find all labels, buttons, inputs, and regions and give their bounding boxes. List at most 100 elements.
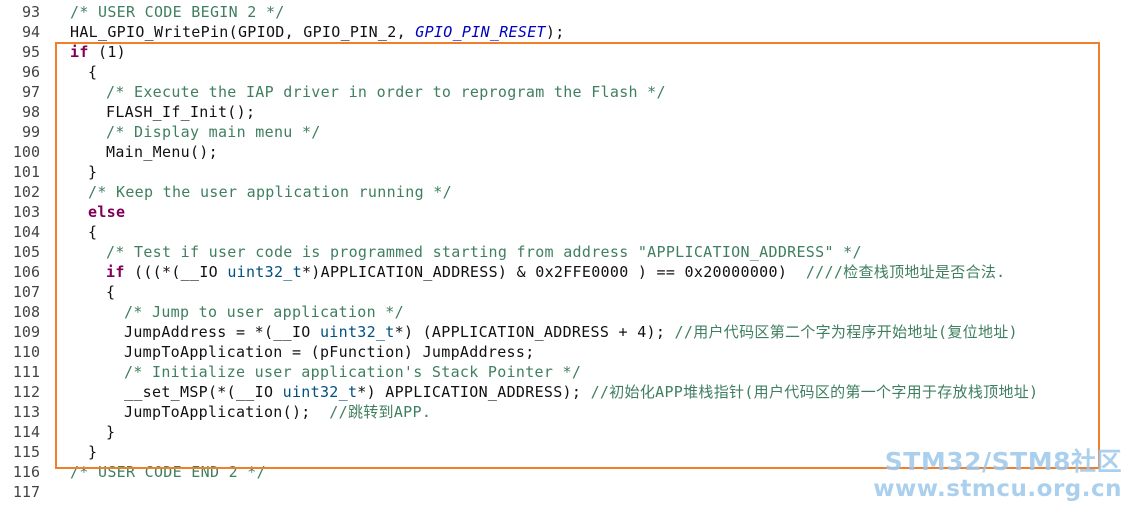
code-token-comment: /* Keep the user application running */	[88, 183, 452, 201]
line-number: 114	[12, 423, 40, 441]
line-code: {	[88, 62, 97, 82]
code-line[interactable]: 106 if (((*(__IO uint32_t*)APPLICATION_AD…	[0, 262, 1132, 282]
line-code: Main_Menu();	[106, 142, 218, 162]
code-token-comment: /* Initialize user application's Stack P…	[124, 363, 582, 381]
code-token-plain: HAL_GPIO_WritePin(GPIOD, GPIO_PIN_2,	[70, 23, 416, 41]
line-number: 96	[21, 63, 40, 81]
line-number: 106	[12, 263, 40, 281]
code-line[interactable]: 96 {	[0, 62, 1132, 82]
watermark-title: STM32/STM8社区	[884, 447, 1122, 476]
code-line[interactable]: 112__set_MSP(*(__IO uint32_t*) APPLICATI…	[0, 382, 1132, 402]
code-token-comment: //初始化APP堆栈指针(用户代码区的第一个字用于存放栈顶地址)	[590, 383, 1039, 401]
code-line[interactable]: 94 HAL_GPIO_WritePin(GPIOD, GPIO_PIN_2, G…	[0, 22, 1132, 42]
code-token-plain: *)APPLICATION_ADDRESS) & 0x2FFE0000 ) ==…	[301, 263, 806, 281]
line-number: 109	[12, 323, 40, 341]
code-token-keyword: if	[106, 263, 125, 281]
line-code: FLASH_If_Init();	[106, 102, 255, 122]
code-line[interactable]: 104 {	[0, 222, 1132, 242]
code-line[interactable]: 95 if (1)	[0, 42, 1132, 62]
code-token-plain: {	[106, 283, 116, 301]
code-line[interactable]: 98 FLASH_If_Init();	[0, 102, 1132, 122]
code-line[interactable]: 99 /* Display main menu */	[0, 122, 1132, 142]
code-line[interactable]: 108/* Jump to user application */	[0, 302, 1132, 322]
code-token-comment: /* Display main menu */	[106, 123, 321, 141]
line-code: JumpToApplication(); //跳转到APP.	[124, 402, 431, 422]
line-number: 117	[12, 483, 40, 501]
code-token-plain: }	[88, 163, 98, 181]
line-code: {	[106, 282, 115, 302]
line-number: 110	[12, 343, 40, 361]
code-token-plain: JumpAddress = *(__IO	[124, 323, 320, 341]
code-token-type: uint32_t	[319, 323, 395, 341]
code-token-plain: {	[88, 223, 98, 241]
line-code: /* Initialize user application's Stack P…	[124, 362, 581, 382]
line-number: 103	[12, 203, 40, 221]
line-number: 100	[12, 143, 40, 161]
code-line[interactable]: 102/* Keep the user application running …	[0, 182, 1132, 202]
line-code: }	[88, 162, 97, 182]
code-line[interactable]: 100 Main_Menu();	[0, 142, 1132, 162]
code-token-comment: ////检查栈顶地址是否合法.	[805, 263, 1006, 281]
line-code: /* Keep the user application running */	[88, 182, 452, 202]
line-number: 95	[21, 43, 40, 61]
line-number: 101	[12, 163, 40, 181]
line-code: /* Jump to user application */	[124, 302, 404, 322]
code-line[interactable]: 97/* Execute the IAP driver in order to …	[0, 82, 1132, 102]
line-code: if (((*(__IO uint32_t*)APPLICATION_ADDRE…	[106, 262, 1006, 282]
line-number: 94	[21, 23, 40, 41]
code-line[interactable]: 109 JumpAddress = *(__IO uint32_t*) (APPL…	[0, 322, 1132, 342]
code-line[interactable]: 111 /* Initialize user application's Stac…	[0, 362, 1132, 382]
code-token-plain: {	[88, 63, 98, 81]
line-number: 99	[21, 123, 40, 141]
code-line[interactable]: 105 /* Test if user code is programmed st…	[0, 242, 1132, 262]
line-number: 104	[12, 223, 40, 241]
site-watermark: STM32/STM8社区 www.stmcu.org.cn	[873, 447, 1122, 503]
code-token-keyword: else	[88, 203, 126, 221]
line-code: JumpToApplication = (pFunction) JumpAddr…	[124, 342, 535, 362]
code-token-plain: Main_Menu();	[106, 143, 218, 161]
line-number: 116	[12, 463, 40, 481]
code-line[interactable]: 110 JumpToApplication = (pFunction) JumpA…	[0, 342, 1132, 362]
code-line[interactable]: 113 JumpToApplication(); //跳转到APP.	[0, 402, 1132, 422]
code-token-comment: /* Execute the IAP driver in order to re…	[106, 83, 666, 101]
code-token-plain: );	[545, 23, 565, 41]
code-line[interactable]: 115}	[0, 442, 1132, 462]
code-token-plain: *) (APPLICATION_ADDRESS + 4);	[394, 323, 675, 341]
code-line[interactable]: 101}	[0, 162, 1132, 182]
code-line[interactable]: 93/* USER CODE BEGIN 2 */	[0, 2, 1132, 22]
line-code: }	[88, 442, 97, 462]
code-token-comment: /* USER CODE BEGIN 2 */	[70, 3, 285, 21]
code-token-type: uint32_t	[227, 263, 302, 281]
code-line[interactable]: 107 {	[0, 282, 1132, 302]
line-number: 113	[12, 403, 40, 421]
code-token-macro: GPIO_PIN_RESET	[415, 23, 546, 41]
line-code: /* Test if user code is programmed start…	[106, 242, 862, 262]
line-code: }	[106, 422, 115, 442]
line-number: 111	[12, 363, 40, 381]
code-token-plain: *) APPLICATION_ADDRESS);	[357, 383, 591, 401]
line-code: if (1)	[70, 42, 126, 62]
code-token-plain: (1)	[88, 43, 126, 61]
line-code: else	[88, 202, 125, 222]
code-token-comment: /* Jump to user application */	[124, 303, 404, 321]
line-number: 115	[12, 443, 40, 461]
code-token-comment: //跳转到APP.	[329, 403, 432, 421]
code-token-plain: }	[106, 423, 116, 441]
line-number: 107	[12, 283, 40, 301]
code-token-plain: (((*(__IO	[124, 263, 228, 281]
code-token-plain: __set_MSP(*(__IO	[124, 383, 283, 401]
line-code: /* USER CODE BEGIN 2 */	[70, 2, 285, 22]
code-token-plain: FLASH_If_Init();	[106, 103, 256, 121]
code-token-plain: JumpToApplication();	[124, 403, 330, 421]
code-line[interactable]: 114}	[0, 422, 1132, 442]
line-code: /* Execute the IAP driver in order to re…	[106, 82, 666, 102]
line-code: JumpAddress = *(__IO uint32_t*) (APPLICA…	[124, 322, 1018, 342]
line-number: 105	[12, 243, 40, 261]
code-line[interactable]: 117	[0, 482, 1132, 502]
code-token-type: uint32_t	[282, 383, 358, 401]
line-code: HAL_GPIO_WritePin(GPIOD, GPIO_PIN_2, GPI…	[70, 22, 565, 42]
code-token-plain: JumpToApplication = (pFunction) JumpAddr…	[124, 343, 535, 361]
code-line[interactable]: 103 else	[0, 202, 1132, 222]
line-number: 98	[21, 103, 40, 121]
